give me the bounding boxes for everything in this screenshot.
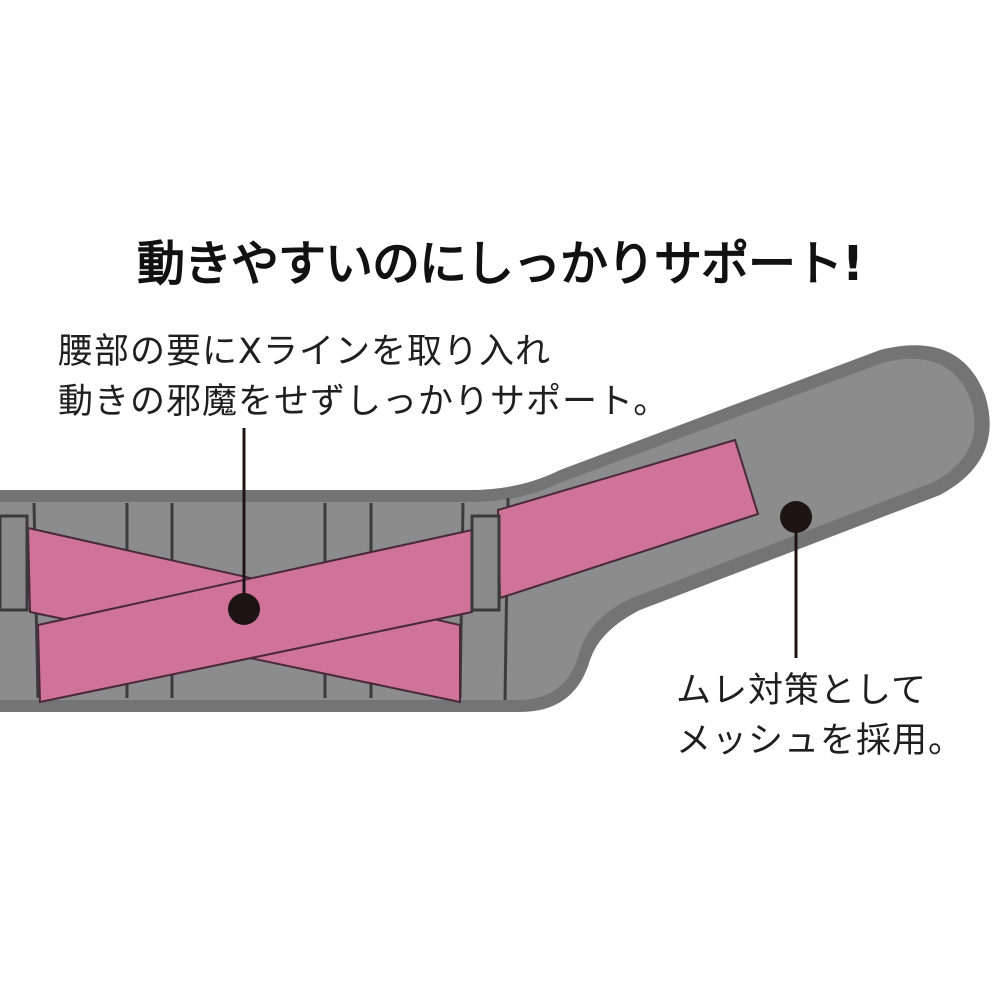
headline: 動きやすいのにしっかりサポート! bbox=[137, 236, 864, 292]
left-buckle bbox=[0, 514, 29, 612]
mesh-callout-line-2: メッシュを採用。 bbox=[676, 721, 965, 761]
xline-callout-line-2: 動きの邪魔をせずしっかりサポート。 bbox=[58, 382, 670, 422]
xline-marker-dot bbox=[228, 593, 260, 625]
mesh-marker-dot bbox=[780, 501, 812, 533]
xline-callout-line-1: 腰部の要にXラインを取り入れ bbox=[58, 332, 551, 372]
right-buckle bbox=[470, 514, 501, 612]
xline-callout: 腰部の要にXラインを取り入れ 動きの邪魔をせずしっかりサポート。 bbox=[58, 327, 669, 427]
mesh-callout-line-1: ムレ対策として bbox=[676, 671, 927, 711]
mesh-callout: ムレ対策として メッシュを採用。 bbox=[676, 666, 964, 766]
